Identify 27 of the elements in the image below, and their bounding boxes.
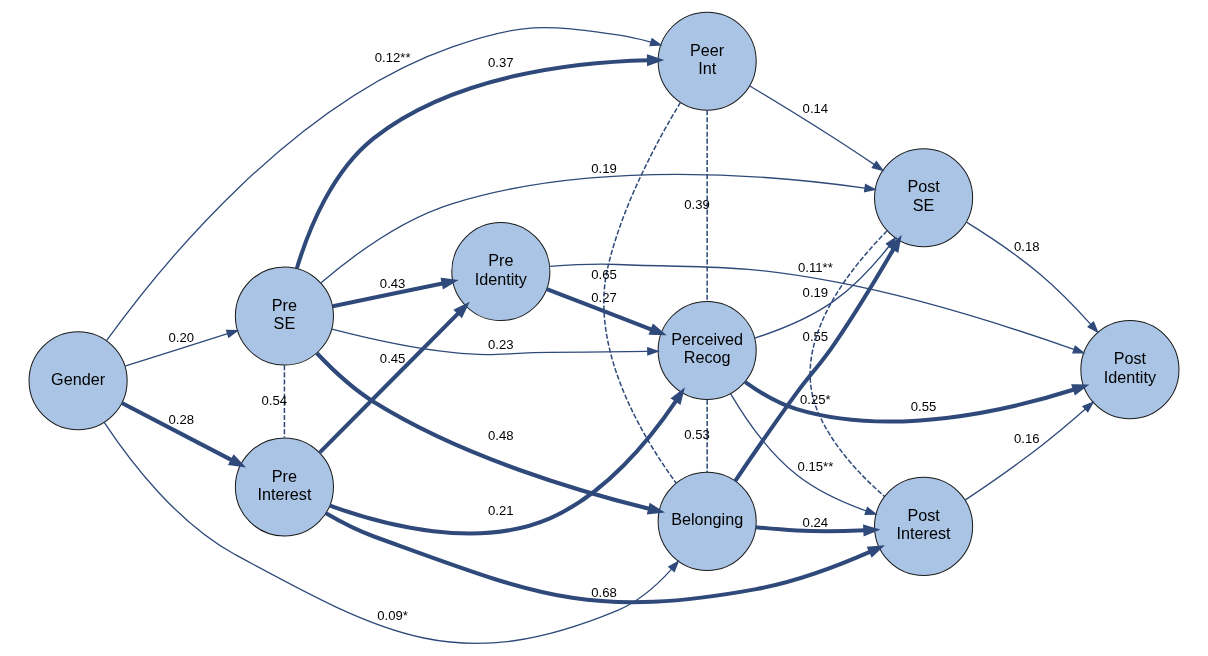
edge-label: 0.55 [910,398,937,414]
edge-label: 0.55 [802,328,829,344]
edge-label: 0.12** [374,49,411,65]
edge-label: 0.21 [488,502,514,518]
edge-label: 0.25* [800,392,831,408]
edge-label: 0.65 [591,267,617,283]
edge-label: 0.45 [379,350,406,366]
edge-label: 0.24 [802,514,829,530]
edge-label: 0.37 [488,54,514,70]
edge-label: 0.20 [168,329,195,345]
edge-label: 0.23 [488,336,514,352]
edge-label: 0.48 [488,427,514,443]
edge-label: 0.53 [684,427,710,443]
edge-label: 0.19 [591,160,617,176]
edge-label: 0.54 [261,392,288,408]
edge-label: 0.09* [377,607,408,623]
edge-label: 0.19 [802,285,829,301]
edge-label: 0.43 [379,276,406,292]
edge-label: 0.68 [591,584,617,600]
edge-label: 0.39 [684,197,710,213]
edge-label: 0.16 [1013,430,1040,446]
edge-label: 0.15** [797,459,834,475]
edge-label: 0.28 [168,411,195,427]
edge-label: 0.14 [802,101,829,117]
edge-label: 0.11** [797,259,833,275]
edge-label: 0.18 [1013,238,1040,254]
edge-label: 0.27 [591,290,617,306]
